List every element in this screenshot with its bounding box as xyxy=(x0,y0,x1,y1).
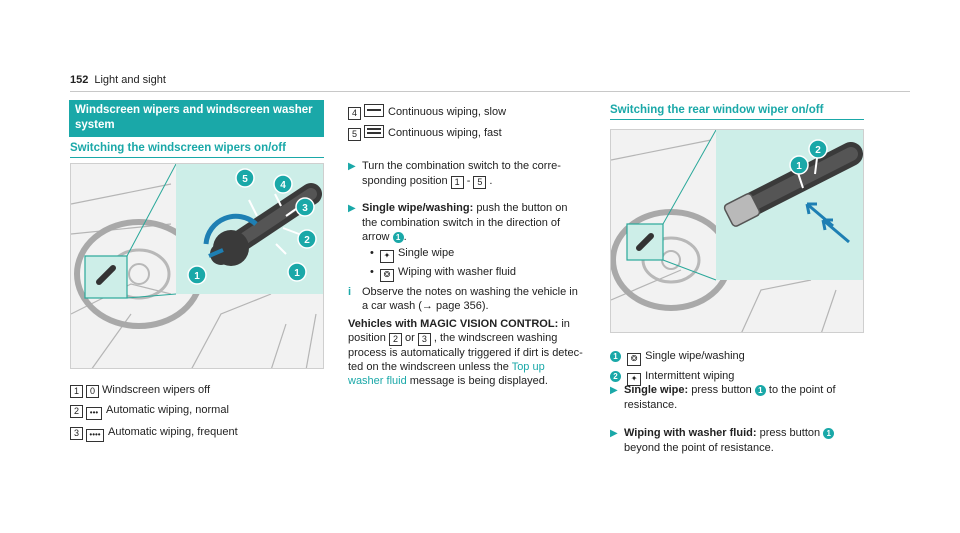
figure-front-wiper-switch: 5 4 3 2 1 1 xyxy=(70,163,324,369)
step-single-wipe: ▶Single wipe: press button 1 to the poin… xyxy=(610,384,836,411)
figure-front-wiper-illustration: 5 4 3 2 1 1 xyxy=(71,164,323,368)
legend-item-2: 2•••Automatic wiping, normal xyxy=(70,403,324,420)
bullet-washer-fluid: • ❂Wiping with washer fluid xyxy=(348,265,598,282)
sub-heading-rule-right xyxy=(610,119,864,120)
info-icon: i xyxy=(348,286,352,298)
dots-four-icon: •••• xyxy=(86,429,104,442)
callout-5: 5 xyxy=(242,174,248,185)
bullet-single-wipe: • ✦Single wipe xyxy=(348,246,598,263)
callout-arrow-1: 1 xyxy=(194,271,200,282)
legend-rear-2: 2 ✦Intermittent wiping xyxy=(610,369,864,386)
step-single-wipe-washing: ▶Single wipe/washing: push the button on… xyxy=(348,201,598,282)
magic-vision-paragraph: Vehicles with MAGIC VISION CONTROL: in p… xyxy=(348,318,583,387)
callout-2: 2 xyxy=(304,235,310,246)
figure-rear-wiper-illustration: 2 1 xyxy=(611,130,863,332)
page-title: Light and sight xyxy=(94,74,166,86)
intermittent-wipe-icon: ✦ xyxy=(627,373,642,386)
callout-1: 1 xyxy=(294,268,300,279)
page-header: 152 Light and sight xyxy=(70,74,166,86)
callout-rear-2: 2 xyxy=(815,145,821,156)
legend-item-3: 3••••Automatic wiping, frequent xyxy=(70,425,324,442)
step-wiping-washer-fluid: ▶Wiping with washer fluid: press button … xyxy=(610,426,864,455)
sub-heading-rule xyxy=(70,157,324,158)
rear-steps: ▶Single wipe: press button 1 to the poin… xyxy=(610,383,864,455)
page-number: 152 xyxy=(70,74,89,86)
sub-heading-front-wipers: Switching the windscreen wipers on/off xyxy=(70,142,286,154)
step-arrow-icon: ▶ xyxy=(610,428,618,439)
single-wipe-icon: ✦ xyxy=(379,250,394,263)
figure-rear-wiper-switch: 2 1 xyxy=(610,129,864,333)
step-arrow-icon: ▶ xyxy=(348,203,356,214)
top-up-link[interactable]: Top up xyxy=(511,361,545,373)
dots-three-icon: ••• xyxy=(86,407,102,420)
single-wipe-washing-icon: ❂ xyxy=(627,353,642,366)
step-arrow-icon: ▶ xyxy=(610,385,618,396)
right-legend: 1 ❂Single wipe/washing 2 ✦Intermittent w… xyxy=(610,349,864,386)
continuous-fast-icon xyxy=(364,125,384,138)
sub-heading-rear-wiper: Switching the rear window wiper on/off xyxy=(610,104,824,116)
continuous-slow-icon xyxy=(364,104,384,117)
header-divider xyxy=(70,91,910,92)
legend-rear-1: 1 ❂Single wipe/washing xyxy=(610,349,864,366)
callout-4: 4 xyxy=(280,180,286,191)
callout-3: 3 xyxy=(302,203,308,214)
symbol-zero-icon: 0 xyxy=(86,385,99,398)
step-turn-switch: ▶Turn the combination switch to the corr… xyxy=(348,160,561,189)
washer-fluid-link[interactable]: washer fluid xyxy=(348,375,407,387)
section-title: Windscreen wipers and windscreen washer … xyxy=(69,100,324,137)
washer-fluid-icon: ❂ xyxy=(379,269,394,282)
step-arrow-icon: ▶ xyxy=(348,161,356,172)
callout-rear-1: 1 xyxy=(796,161,802,172)
